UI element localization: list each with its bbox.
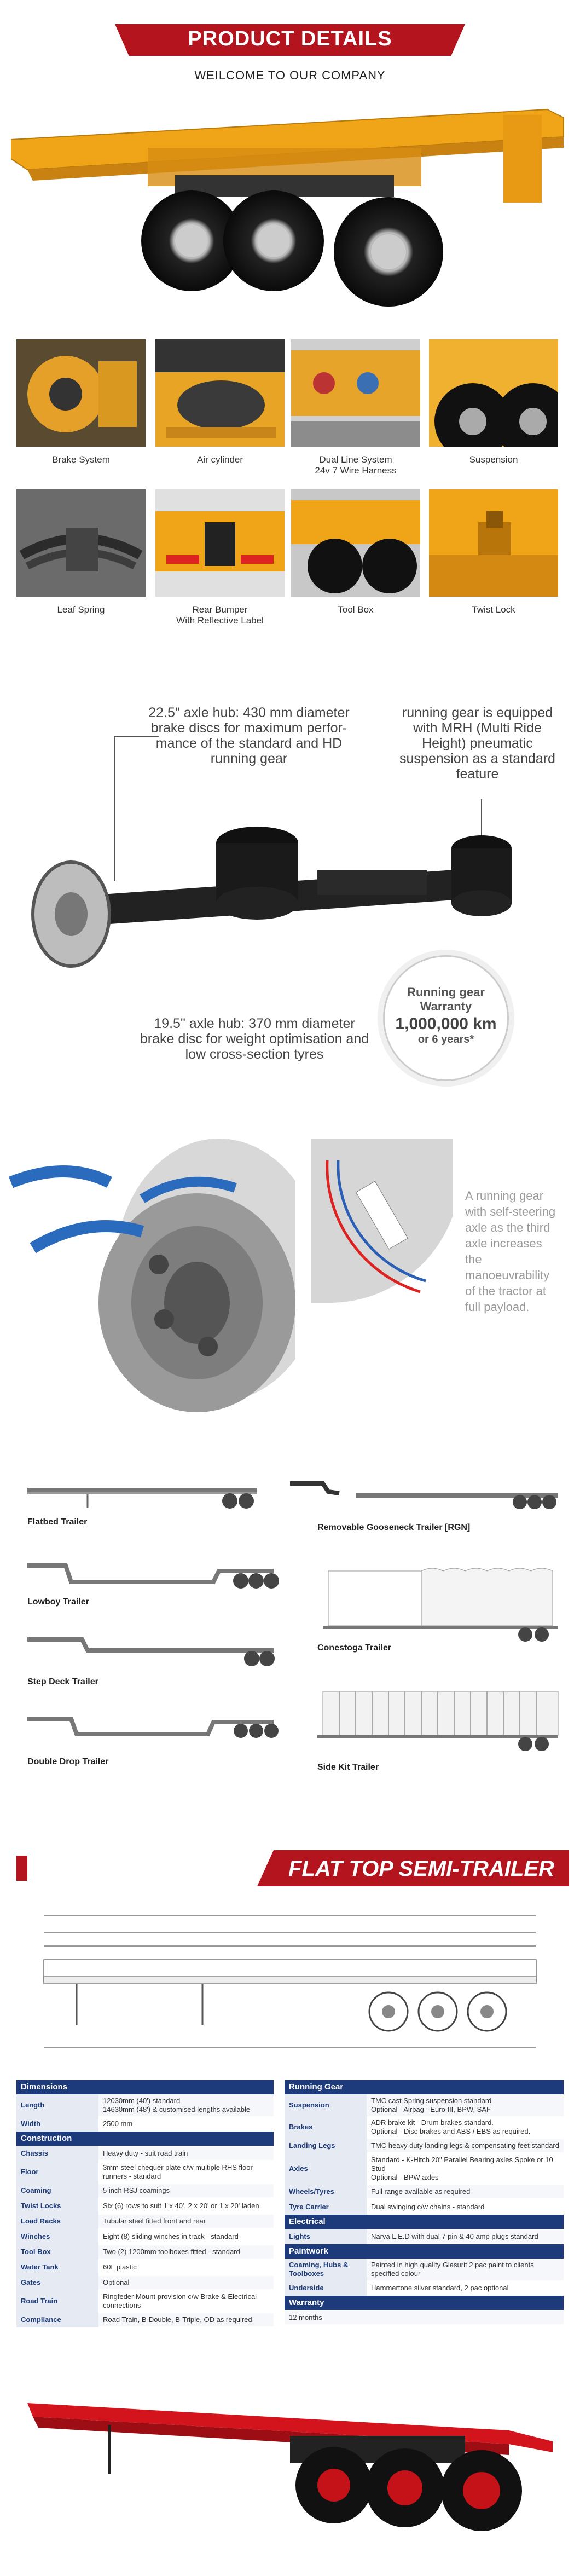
- flat-top-technical-drawing: [22, 1899, 558, 2064]
- feature-photo-dual-line-system: [291, 339, 420, 447]
- rgn-trailer-drawing: [290, 1478, 564, 1511]
- feature-caption: Rear Bumper With Reflective Label: [176, 604, 264, 626]
- conestoga-trailer-drawing: [323, 1566, 564, 1642]
- double-drop-trailer-drawing: [22, 1713, 279, 1752]
- side-kit-trailer-drawing: [317, 1686, 564, 1757]
- spec-section-header: Construction: [16, 2132, 274, 2146]
- spec-section-header: Running Gear: [285, 2080, 564, 2094]
- step-deck-trailer-drawing: [22, 1634, 279, 1672]
- mrh-suspension-text: running gear is equipped with MRH (Multi…: [399, 705, 555, 782]
- trailer-label-lowboy: Lowboy Trailer: [27, 1597, 89, 1607]
- spec-section-header: Warranty: [285, 2296, 564, 2310]
- feature-photo-suspension: [429, 339, 558, 447]
- trailer-label-step-deck: Step Deck Trailer: [27, 1677, 98, 1686]
- feature-photo-rear-bumper: [155, 489, 285, 597]
- flat-top-title: FLAT TOP SEMI-TRAILER: [288, 1857, 554, 1881]
- red-flatbed-trailer-image: [27, 2348, 553, 2540]
- spec-row: 12 months: [285, 2310, 564, 2325]
- title-banner: PRODUCT DETAILS: [93, 24, 487, 61]
- warranty-years: or 6 years*: [417, 1033, 474, 1046]
- feature-photo-brake-system: [16, 339, 146, 447]
- self-steering-hub-image: [0, 1139, 323, 1412]
- feature-caption: Brake System: [52, 454, 110, 465]
- feature-caption: Tool Box: [338, 604, 374, 615]
- feature-photo-leaf-spring: [16, 489, 146, 597]
- axle-hub-195-text: 19.5" axle hub: 370 mm diameter brake di…: [140, 1016, 369, 1062]
- feature-photo-air-cylinder: [155, 339, 285, 447]
- spec-section-header: Paintwork: [285, 2244, 564, 2259]
- self-steering-diagram: [311, 1139, 453, 1303]
- warranty-line2: Warranty: [420, 1000, 472, 1013]
- spec-section-header: Dimensions: [16, 2080, 274, 2094]
- trailer-label-rgn: Removable Gooseneck Trailer [RGN]: [317, 1523, 471, 1532]
- warranty-badge: Running gear Warranty 1,000,000 km or 6 …: [383, 955, 509, 1081]
- warranty-line1: Running gear: [407, 985, 485, 999]
- feature-caption: Leaf Spring: [57, 604, 105, 615]
- trailer-label-flatbed: Flatbed Trailer: [27, 1517, 88, 1527]
- trailer-label-double-drop: Double Drop Trailer: [27, 1757, 109, 1766]
- lowboy-trailer-drawing: [22, 1560, 279, 1604]
- axle-image: [11, 733, 569, 996]
- warranty-km: 1,000,000 km: [395, 1015, 497, 1033]
- feature-photo-tool-box: [291, 489, 420, 597]
- spec-section-header: Electrical: [285, 2215, 564, 2229]
- feature-caption: Air cylinder: [196, 454, 243, 465]
- page-title: PRODUCT DETAILS: [188, 27, 392, 50]
- feature-caption: Suspension: [469, 454, 518, 465]
- hero-trailer-image: [10, 88, 569, 307]
- feature-caption: Twist Lock: [472, 604, 515, 615]
- trailer-label-conestoga: Conestoga Trailer: [317, 1643, 392, 1653]
- trailer-label-side-kit: Side Kit Trailer: [317, 1763, 379, 1772]
- flat-top-title-bar: FLAT TOP SEMI-TRAILER: [16, 1850, 569, 1886]
- feature-photo-twist-lock: [429, 489, 558, 597]
- axle-hub-225-text: 22.5" axle hub: 430 mm diameter brake di…: [148, 705, 350, 766]
- welcome-subtitle: WEILCOME TO OUR COMPANY: [194, 68, 386, 82]
- feature-caption: Dual Line System 24v 7 Wire Harness: [315, 454, 397, 476]
- self-steering-text: A running gear with self-steering axle a…: [465, 1189, 556, 1314]
- flatbed-trailer-drawing: [22, 1478, 263, 1511]
